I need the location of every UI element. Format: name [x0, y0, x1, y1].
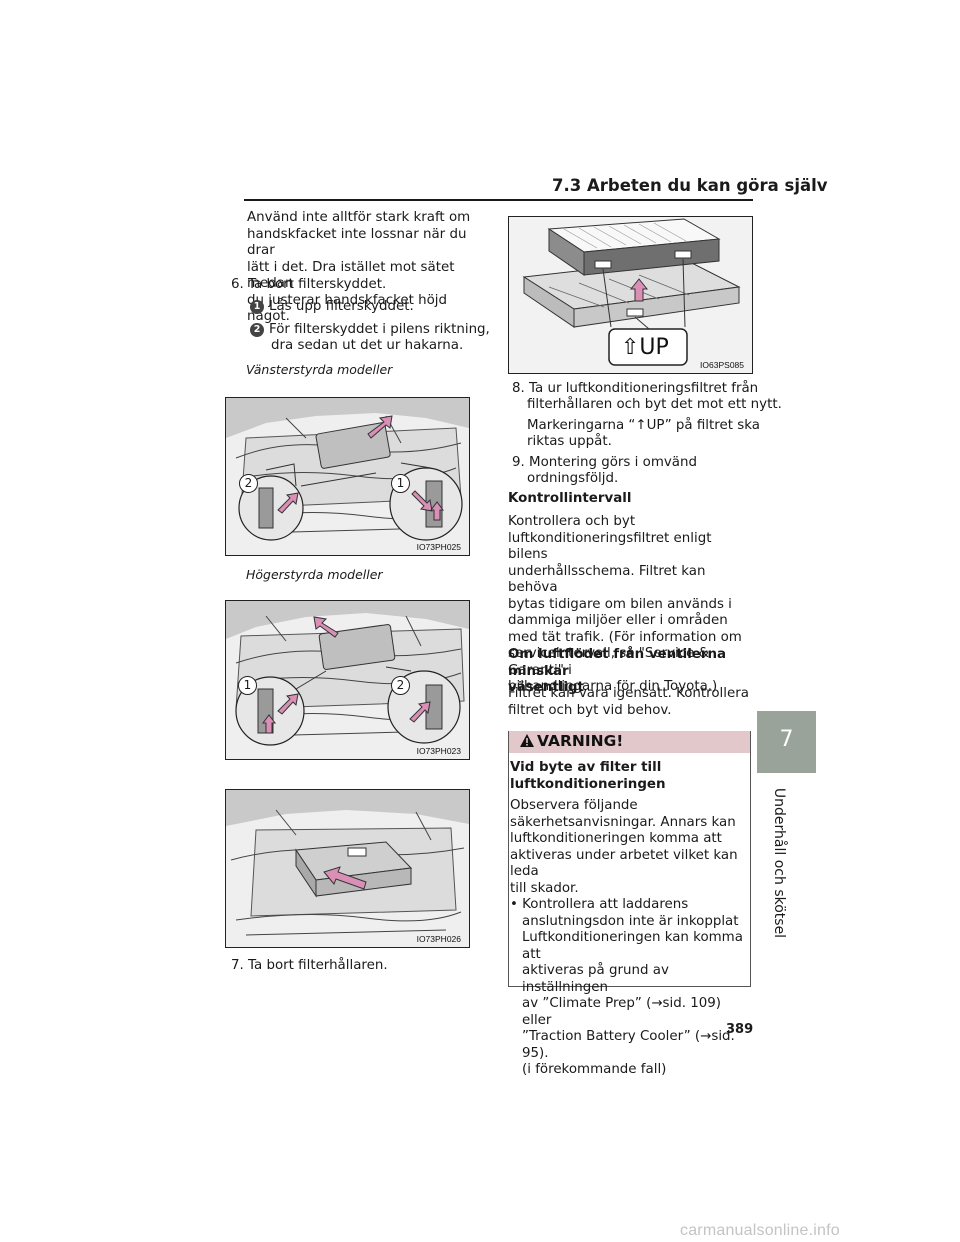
- warning-line: Observera följande: [510, 798, 638, 813]
- airflow-line: Filtret kan vara igensatt. Kontrollera: [508, 686, 749, 701]
- warning-heading-line: Vid byte av filter till: [510, 760, 662, 775]
- figure-filter-illustration: [509, 217, 752, 373]
- step-9: 9. Montering görs i omvänd: [512, 455, 697, 470]
- warning-line: luftkonditioneringen komma att: [510, 831, 722, 846]
- step-8: 8. Ta ur luftkonditioneringsfiltret från: [512, 381, 759, 396]
- kontroll-line: serviceintervall, se "Service & Garanti"…: [508, 646, 710, 678]
- airflow-line: filtret och byt vid behov.: [508, 702, 672, 718]
- step-8-note: Markeringarna “↑UP” på filtret ska: [527, 418, 760, 433]
- kontroll-line: bytas tidigare om bilen används i: [508, 596, 732, 612]
- warning-title: VARNING!: [537, 732, 624, 750]
- figure-code: IO73PH025: [416, 542, 461, 552]
- warning-bullet-line: ”Traction Battery Cooler” (→sid. 95).: [522, 1029, 735, 1061]
- warning-body: Vid byte av filter till luftkonditioneri…: [510, 760, 748, 1079]
- chapter-label: Underhåll och skötsel: [771, 787, 787, 937]
- up-marking-callout: ⇧UP: [621, 335, 669, 360]
- intro-line: Använd inte alltför stark kraft om: [247, 210, 471, 225]
- header-rule: [244, 199, 753, 201]
- kontroll-line: med tät trafik. (För information om: [508, 629, 742, 645]
- warning-bullet-line: Luftkonditioneringen kan komma att: [522, 930, 743, 962]
- warning-bullet-line: anslutningsdon inte är inkopplat: [522, 913, 739, 929]
- airflow-heading-line: väsentligt: [508, 680, 584, 695]
- step-8-note-cont: riktas uppåt.: [527, 434, 612, 449]
- figure-filter-holder: IO73PH026: [225, 789, 470, 948]
- label-right-hand-drive: Högerstyrda modeller: [246, 567, 383, 582]
- callout-number: 2: [239, 474, 258, 493]
- warning-box: VARNING! Vid byte av filter till luftkon…: [508, 731, 751, 1077]
- warning-bullet-line: aktiveras på grund av inställningen: [522, 963, 669, 995]
- chapter-number: 7: [779, 727, 794, 752]
- figure-lhd-illustration: [226, 398, 469, 555]
- warning-line: till skador.: [510, 880, 579, 896]
- step-number-badge: 1: [250, 300, 264, 314]
- step-6-sub-1-text: Lås upp filterskyddet.: [269, 299, 414, 314]
- warning-bullet-line: av ”Climate Prep” (→sid. 109) eller: [522, 996, 722, 1028]
- callout-number: 1: [391, 474, 410, 493]
- heading-airflow: Om luftflödet från ventilerna minskar vä…: [508, 647, 753, 697]
- airflow-paragraph: Filtret kan vara igensatt. Kontrollera f…: [508, 686, 753, 719]
- step-6: 6. Ta bort filterskyddet.: [231, 277, 387, 292]
- figure-code: IO73PH023: [416, 746, 461, 756]
- step-6-sub-2-cont: dra sedan ut det ur hakarna.: [271, 338, 464, 353]
- step-6-sub-1: 1 Lås upp filterskyddet.: [250, 299, 414, 316]
- intro-line: lätt i det. Dra istället mot sätet medan: [247, 259, 455, 292]
- intro-paragraph: Använd inte alltför stark kraft om hands…: [247, 210, 487, 326]
- warning-line: säkerhetsanvisningar. Annars kan: [510, 814, 736, 830]
- figure-rhd-filter-cover: 1 2 IO73PH023: [225, 600, 470, 760]
- figure-filter-up-marking: ⇧UP IO63PS085: [508, 216, 753, 374]
- warning-bullet: • Kontrollera att laddarens: [510, 897, 689, 912]
- callout-number: 2: [391, 676, 410, 695]
- step-8-cont: filterhållaren och byt det mot ett nytt.: [527, 397, 782, 412]
- figure-rhd-illustration: [226, 601, 469, 759]
- label-left-hand-drive: Vänsterstyrda modeller: [246, 362, 393, 377]
- warning-bullet-line: (i förekommande fall): [522, 1062, 667, 1077]
- warning-icon: [520, 734, 534, 747]
- chapter-label-text: Underhåll och skötsel: [771, 787, 787, 938]
- warning-heading-line: luftkonditioneringen: [510, 776, 666, 792]
- heading-kontrollintervall: Kontrollintervall: [508, 491, 632, 506]
- figure-lhd-filter-cover: 2 1 IO73PH025: [225, 397, 470, 556]
- intro-line: du justerar handskfacket höjd något.: [247, 292, 448, 325]
- page-number: 389: [726, 1022, 754, 1037]
- kontroll-paragraph: Kontrollera och byt luftkonditioneringsf…: [508, 514, 753, 696]
- kontroll-line: bilhandlingarna för din Toyota.): [508, 679, 718, 694]
- kontroll-line: luftkonditioneringsfiltret enligt bilens: [508, 530, 712, 563]
- step-6-sub-2-text: För filterskyddet i pilens riktning,: [269, 322, 490, 337]
- watermark: carmanualsonline.info: [680, 1222, 840, 1239]
- kontroll-line: underhållsschema. Filtret kan behöva: [508, 563, 706, 596]
- step-6-sub-2: 2 För filterskyddet i pilens riktning,: [250, 322, 490, 339]
- step-9-cont: ordningsföljd.: [527, 471, 619, 486]
- chapter-tab[interactable]: 7: [757, 711, 816, 773]
- warning-line: aktiveras under arbetet vilket kan leda: [510, 847, 738, 880]
- kontroll-line: Kontrollera och byt: [508, 514, 636, 529]
- intro-line: handskfacket inte lossnar när du drar: [247, 226, 467, 259]
- step-7: 7. Ta bort filterhållaren.: [231, 958, 388, 973]
- figure-code: IO73PH026: [416, 934, 461, 944]
- step-number-badge: 2: [250, 323, 264, 337]
- figure-code: IO63PS085: [700, 360, 744, 370]
- warning-header: VARNING!: [509, 731, 750, 753]
- callout-number: 1: [238, 676, 257, 695]
- kontroll-line: dammiga miljöer eller i områden: [508, 613, 728, 628]
- airflow-heading-line: Om luftflödet från ventilerna minskar: [508, 647, 727, 679]
- section-title: 7.3 Arbeten du kan göra själv: [552, 176, 828, 195]
- figure-holder-illustration: [226, 790, 469, 947]
